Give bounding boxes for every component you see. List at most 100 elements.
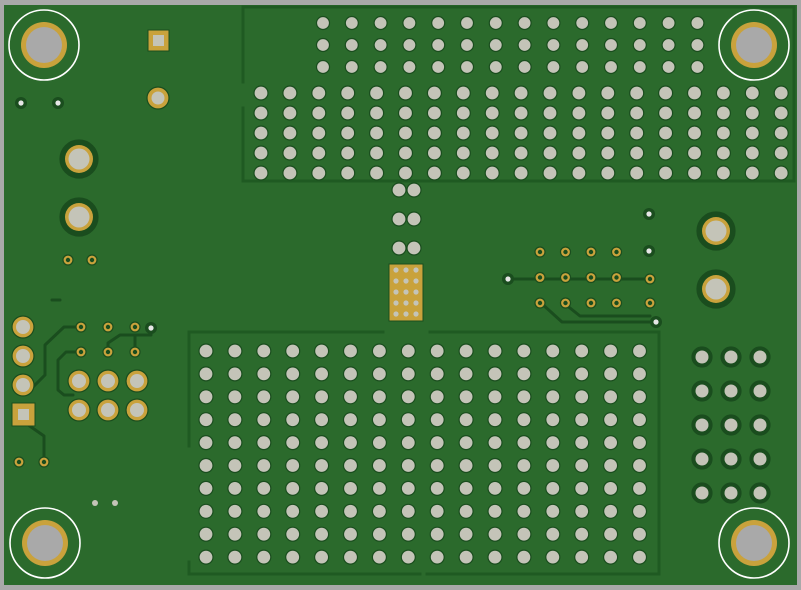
solder-pad-icon bbox=[773, 145, 789, 161]
solder-pad-icon bbox=[513, 165, 529, 181]
via-icon bbox=[16, 320, 30, 334]
solder-pad-icon bbox=[314, 457, 330, 474]
solder-pad-icon bbox=[487, 412, 503, 428]
solder-pad-icon bbox=[487, 503, 503, 519]
via-icon bbox=[403, 300, 409, 306]
via-icon bbox=[18, 409, 29, 420]
solder-pad-icon bbox=[342, 343, 359, 359]
via-icon bbox=[132, 324, 138, 330]
solder-pad-icon bbox=[342, 480, 359, 496]
via-icon bbox=[413, 289, 419, 295]
solder-pad-icon bbox=[429, 526, 445, 542]
solder-pad-icon bbox=[256, 503, 272, 519]
solder-pad-icon bbox=[198, 412, 214, 428]
solder-pad-icon bbox=[744, 125, 760, 141]
via-icon bbox=[393, 278, 399, 284]
solder-pad-icon bbox=[545, 457, 561, 474]
solder-pad-icon bbox=[285, 526, 301, 542]
solder-pad-icon bbox=[631, 435, 648, 451]
solder-pad-icon bbox=[542, 85, 558, 101]
solder-pad-icon bbox=[546, 15, 561, 31]
solder-pad-icon bbox=[253, 105, 269, 121]
solder-pad-icon bbox=[574, 435, 590, 451]
solder-pad-icon bbox=[256, 389, 272, 405]
solder-pad-icon bbox=[632, 59, 647, 75]
solder-pad-icon bbox=[545, 526, 561, 542]
solder-pad-icon bbox=[391, 182, 407, 198]
via-icon bbox=[646, 248, 652, 254]
via-icon bbox=[563, 249, 568, 255]
via-icon bbox=[537, 275, 543, 280]
via-icon bbox=[68, 148, 90, 170]
pad-layer bbox=[11, 15, 789, 565]
via-icon bbox=[705, 220, 727, 242]
copper-trace bbox=[563, 302, 652, 318]
solder-pad-icon bbox=[458, 503, 474, 519]
via-icon bbox=[588, 300, 594, 306]
via-icon bbox=[695, 452, 709, 466]
solder-pad-icon bbox=[198, 480, 214, 496]
solder-pad-icon bbox=[371, 503, 387, 519]
solder-pad-icon bbox=[574, 503, 590, 519]
solder-pad-icon bbox=[344, 15, 359, 31]
solder-pad-icon bbox=[516, 526, 532, 542]
solder-pad-icon bbox=[371, 412, 387, 428]
solder-pad-icon bbox=[516, 457, 532, 474]
solder-pad-icon bbox=[400, 526, 416, 542]
solder-pad-icon bbox=[657, 85, 674, 101]
solder-pad-icon bbox=[602, 366, 619, 382]
via-icon bbox=[41, 459, 47, 465]
solder-pad-icon bbox=[686, 85, 703, 101]
solder-pad-icon bbox=[600, 145, 616, 161]
solder-pad-icon bbox=[373, 37, 388, 53]
component-outlines bbox=[187, 5, 796, 576]
solder-pad-icon bbox=[459, 37, 475, 53]
solder-pad-icon bbox=[227, 549, 243, 565]
solder-pad-icon bbox=[285, 480, 301, 496]
solder-pad-icon bbox=[574, 457, 590, 474]
solder-pad-icon bbox=[686, 105, 703, 121]
solder-pad-icon bbox=[256, 366, 272, 382]
solder-pad-icon bbox=[314, 480, 330, 496]
via-icon bbox=[65, 257, 71, 263]
via-icon bbox=[130, 403, 144, 417]
via-icon bbox=[72, 403, 86, 417]
solder-pad-icon bbox=[458, 480, 474, 496]
solder-pad-icon bbox=[574, 480, 590, 496]
solder-pad-icon bbox=[600, 125, 616, 141]
solder-pad-icon bbox=[315, 15, 331, 31]
component-outline bbox=[187, 330, 385, 448]
solder-pad-icon bbox=[487, 343, 503, 359]
solder-pad-icon bbox=[314, 503, 330, 519]
solder-pad-icon bbox=[342, 457, 359, 474]
solder-pad-icon bbox=[631, 503, 648, 519]
solder-pad-icon bbox=[371, 526, 387, 542]
solder-pad-icon bbox=[458, 389, 474, 405]
solder-pad-icon bbox=[458, 343, 474, 359]
solder-pad-icon bbox=[484, 105, 500, 121]
via-icon bbox=[413, 311, 419, 317]
mounting-hole-icon bbox=[27, 525, 63, 561]
solder-pad-icon bbox=[282, 85, 298, 101]
solder-pad-icon bbox=[402, 37, 417, 53]
copper-trace bbox=[539, 301, 658, 324]
via-icon bbox=[753, 452, 767, 466]
solder-pad-icon bbox=[429, 389, 445, 405]
via-icon bbox=[695, 486, 709, 500]
mounting-hole-icon bbox=[26, 27, 62, 63]
solder-pad-icon bbox=[314, 343, 330, 359]
solder-pad-icon bbox=[371, 480, 387, 496]
solder-pad-icon bbox=[342, 549, 359, 565]
solder-pad-icon bbox=[227, 366, 243, 382]
solder-pad-icon bbox=[431, 37, 446, 53]
solder-pad-icon bbox=[426, 125, 442, 141]
solder-pad-icon bbox=[314, 389, 330, 405]
via-icon bbox=[724, 350, 738, 364]
solder-pad-icon bbox=[602, 549, 619, 565]
solder-pad-icon bbox=[631, 549, 648, 565]
solder-pad-icon bbox=[686, 145, 703, 161]
solder-pad-icon bbox=[429, 503, 445, 519]
solder-pad-icon bbox=[629, 85, 645, 101]
solder-pad-icon bbox=[340, 105, 356, 121]
solder-pad-icon bbox=[342, 435, 359, 451]
